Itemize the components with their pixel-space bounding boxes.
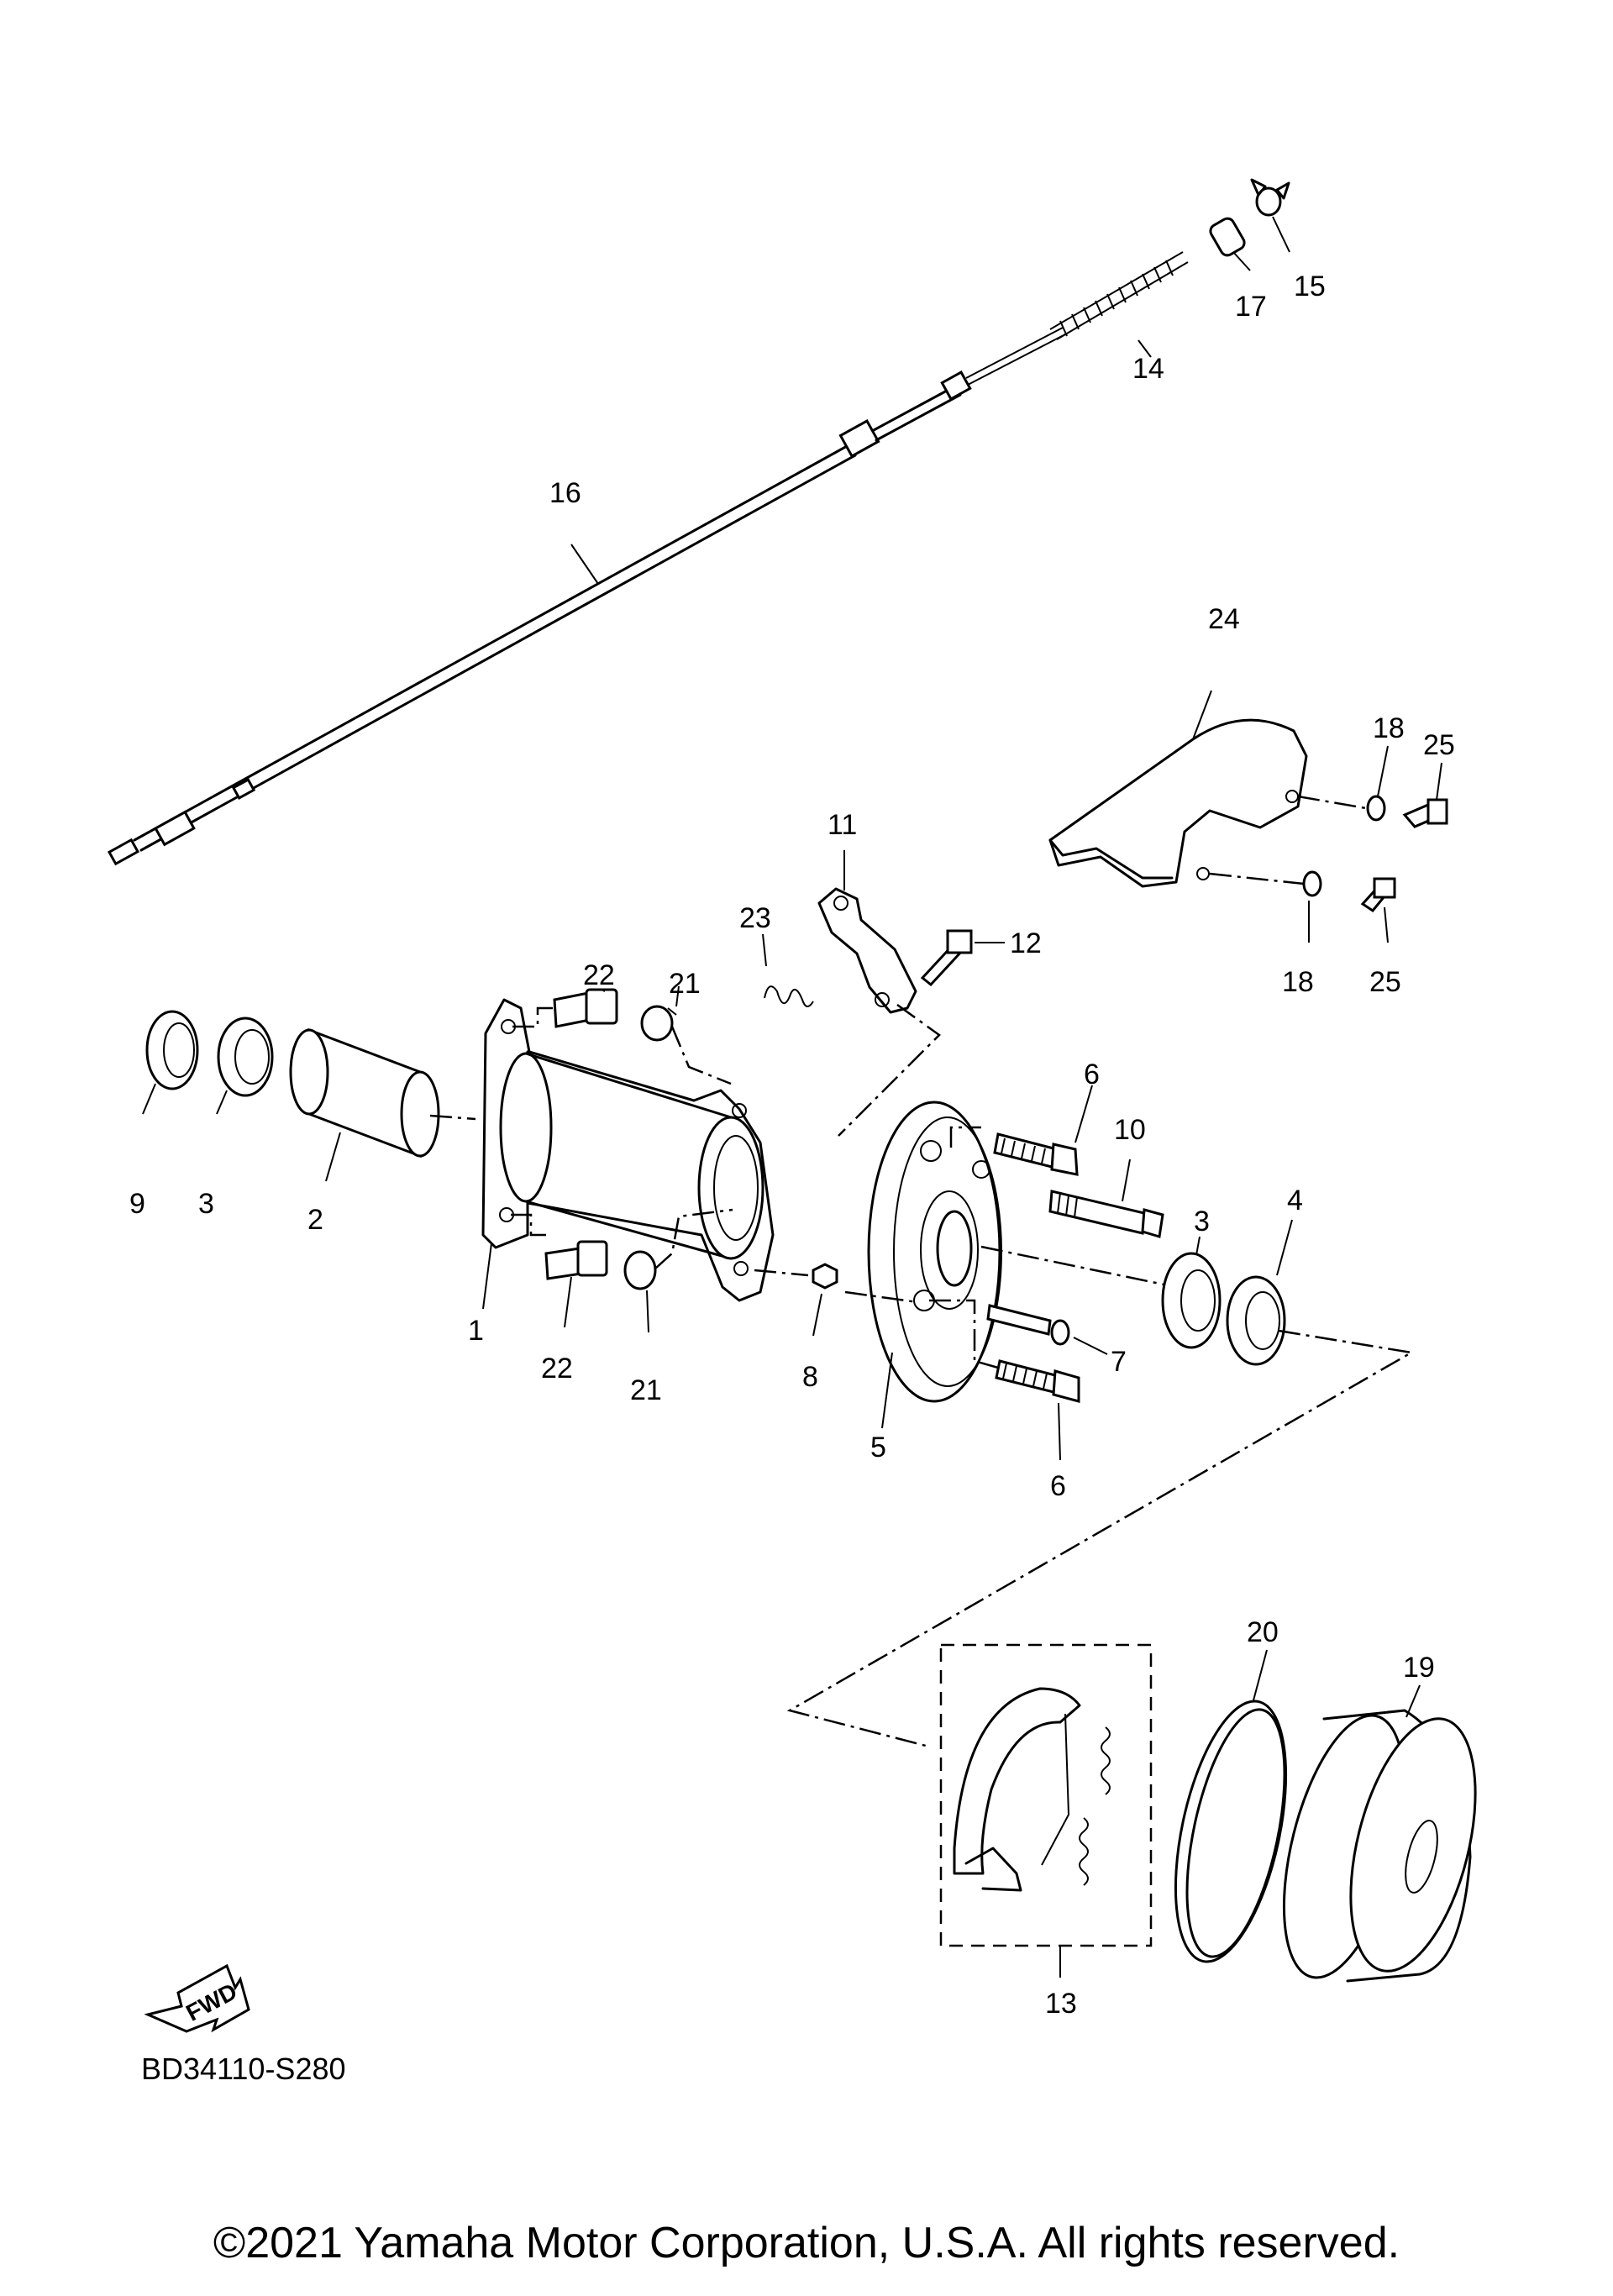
bolt-plate-upper[interactable] (993, 1085, 1093, 1176)
callout-8[interactable]: 8 (802, 1361, 818, 1393)
brake-drum[interactable] (1261, 1684, 1498, 1989)
brake-camshaft[interactable] (1048, 1159, 1164, 1238)
spacer-tube[interactable] (289, 1027, 440, 1182)
return-spring[interactable] (762, 933, 814, 1007)
bolt-housing-upper[interactable] (553, 988, 618, 1028)
diagram-code: BD34110-S280 (141, 2052, 346, 2086)
arm-bolt[interactable] (920, 929, 1005, 987)
callout-6-upper[interactable]: 6 (1084, 1059, 1100, 1090)
bolt-shield-upper[interactable] (1402, 798, 1448, 828)
bolt-housing-lower[interactable] (544, 1240, 608, 1280)
anchor-pin[interactable] (986, 1304, 1108, 1355)
callout-16[interactable]: 16 (549, 477, 581, 509)
oil-seal-right[interactable] (1226, 1219, 1293, 1366)
oil-seal-left[interactable] (142, 1010, 199, 1115)
forward-arrow-icon: FWD (144, 1963, 250, 2033)
brake-cable[interactable] (107, 327, 1066, 866)
callout-6-lower[interactable]: 6 (1050, 1470, 1066, 1502)
callout-24[interactable]: 24 (1208, 603, 1240, 635)
callout-20[interactable]: 20 (1247, 1616, 1279, 1648)
callout-13[interactable]: 13 (1045, 1988, 1077, 2020)
callout-10[interactable]: 10 (1114, 1114, 1146, 1146)
callout-18-lower[interactable]: 18 (1282, 966, 1314, 998)
callout-3-left[interactable]: 3 (198, 1188, 214, 1220)
bolt-shield-lower[interactable] (1360, 877, 1396, 913)
brake-shield[interactable] (1048, 690, 1308, 888)
callout-9[interactable]: 9 (129, 1188, 145, 1220)
washer-lower[interactable] (1302, 870, 1322, 897)
callout-14[interactable]: 14 (1132, 353, 1164, 385)
bearing-right[interactable] (1161, 1236, 1222, 1349)
bearing-left[interactable] (216, 1017, 274, 1115)
callout-25-lower[interactable]: 25 (1369, 966, 1401, 998)
callout-19[interactable]: 19 (1403, 1652, 1435, 1684)
cable-pin[interactable] (1208, 216, 1247, 258)
brake-drum-ring[interactable] (1155, 1649, 1306, 1972)
axle-housing[interactable] (481, 998, 775, 1310)
copyright-notice: ©2021 Yamaha Motor Corporation, U.S.A. A… (213, 2219, 1400, 2267)
brake-plate[interactable] (867, 1101, 1002, 1429)
callout-21-lower[interactable]: 21 (630, 1374, 662, 1406)
bolt-plate-lower[interactable] (995, 1359, 1080, 1461)
callout-3-right[interactable]: 3 (1194, 1206, 1210, 1237)
callout-21-upper[interactable]: 21 (669, 968, 701, 1000)
collar-housing-lower[interactable] (623, 1250, 657, 1333)
callout-2[interactable]: 2 (307, 1204, 323, 1236)
callout-22-upper[interactable]: 22 (583, 959, 615, 991)
collar-housing-upper[interactable] (640, 1005, 677, 1042)
callout-18-upper[interactable]: 18 (1373, 712, 1405, 744)
callout-1[interactable]: 1 (468, 1315, 484, 1347)
callout-4[interactable]: 4 (1287, 1185, 1303, 1216)
callout-5[interactable]: 5 (870, 1432, 886, 1463)
callout-22-lower[interactable]: 22 (541, 1353, 573, 1384)
callout-12[interactable]: 12 (1010, 927, 1042, 959)
callout-25-upper[interactable]: 25 (1423, 729, 1455, 761)
brake-arm[interactable] (817, 850, 917, 1014)
callout-17[interactable]: 17 (1235, 291, 1267, 323)
brake-shoe-kit[interactable] (939, 1643, 1153, 1978)
wing-nut[interactable] (1250, 178, 1290, 217)
nut[interactable] (812, 1263, 838, 1337)
cable-spring[interactable] (1049, 251, 1189, 340)
callout-11[interactable]: 11 (828, 809, 857, 841)
callout-15[interactable]: 15 (1294, 271, 1326, 302)
callout-7[interactable]: 7 (1111, 1346, 1127, 1378)
callout-23[interactable]: 23 (739, 902, 771, 934)
washer-upper[interactable] (1366, 795, 1386, 822)
callout-labels: 1 2 3 3 4 5 6 6 7 8 9 10 11 12 13 14 15 … (129, 271, 1455, 2020)
